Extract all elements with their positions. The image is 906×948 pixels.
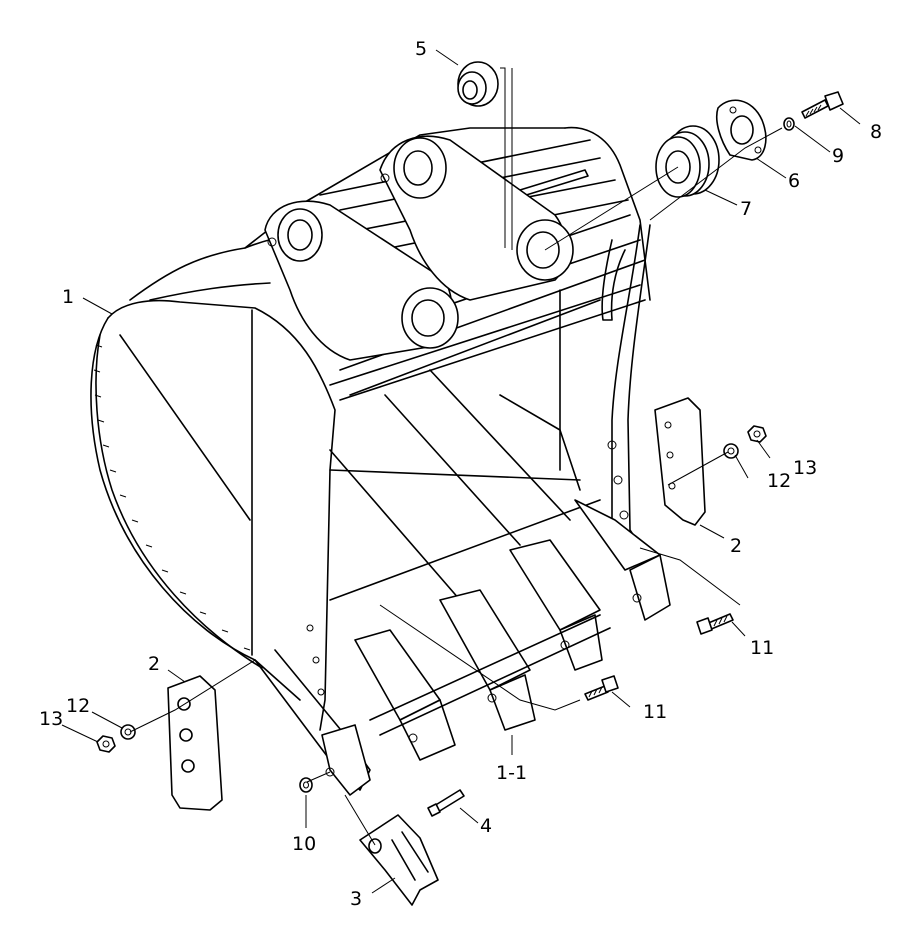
callout-3: 3 [350,888,362,910]
part-3-tooth [359,814,439,906]
part-13-nut-right [747,425,767,443]
callout-12-right: 12 [767,470,791,492]
part-12-washer-right [723,443,739,459]
callout-2-right: 2 [730,535,742,557]
callout-4: 4 [480,815,492,837]
part-13-nut-left [96,735,116,753]
linkage-bosses [264,135,646,401]
callout-7: 7 [740,198,752,220]
callout-11-upper: 11 [750,637,774,659]
part-9-washer [783,117,795,131]
callout-13-left: 13 [39,708,63,730]
part-7-shim [655,125,720,198]
part-5-cap [457,61,499,107]
callout-11-lower: 11 [643,701,667,723]
part-8-bolt [801,91,844,119]
callout-10: 10 [292,833,316,855]
callout-2-left: 2 [148,653,160,675]
part-4-pin [427,789,465,817]
callout-8: 8 [870,121,882,143]
callout-12-left: 12 [66,695,90,717]
callout-1-1: 1-1 [496,762,527,784]
part-12-washer-left [120,724,136,740]
callout-labels: 5 8 9 6 7 1 13 12 2 11 2 12 13 11 1-1 4 … [39,38,882,910]
callout-1: 1 [62,286,74,308]
leader-lines [61,49,861,894]
callout-9: 9 [832,145,844,167]
part-6-plate [715,99,767,161]
side-cutter-left [167,675,223,811]
part-11-bolt-upper [696,613,734,635]
tooth-adapters [254,369,671,796]
callout-5: 5 [415,38,427,60]
part-11-bolt-lower [584,675,619,701]
callout-13-right: 13 [793,457,817,479]
side-cutter-right [654,397,706,526]
callout-6: 6 [788,170,800,192]
